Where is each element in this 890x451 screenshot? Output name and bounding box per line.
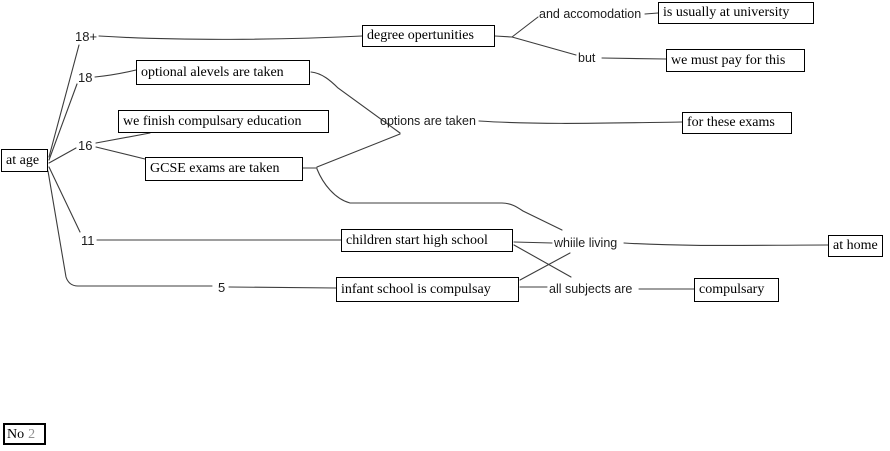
edge-16-to-gcse [95, 146, 146, 160]
link-phrase-and-accomodation[interactable]: and accomodation [539, 7, 642, 21]
node-usually-at-university[interactable]: is usually at university [658, 2, 814, 24]
edge-root-to-16 [48, 147, 77, 164]
age-label-16[interactable]: 16 [78, 138, 93, 153]
edge-but-to-pay [601, 57, 667, 60]
page-number-value: 2 [28, 427, 36, 442]
node-for-these-exams[interactable]: for these exams [682, 112, 792, 134]
edge-root-to-18 [48, 83, 78, 161]
node-compulsory[interactable]: compulsary [694, 278, 779, 302]
edge-5-to-infant [228, 286, 337, 289]
edge-root-to-5 [47, 170, 213, 287]
node-infant-school-compulsory[interactable]: infant school is compulsay [336, 277, 519, 302]
link-phrase-while-living[interactable]: whiile living [554, 236, 618, 250]
link-phrase-but[interactable]: but [578, 51, 596, 65]
edge-alevels-to-options [310, 71, 401, 134]
link-phrase-options-are-taken[interactable]: options are taken [380, 114, 476, 128]
page-number-label: No [7, 427, 25, 442]
age-label-11[interactable]: 11 [81, 233, 95, 248]
edge-accomodation-to-university [644, 12, 659, 15]
edge-gcse-elbow-to-living [316, 168, 563, 231]
edge-options-to-exams [478, 120, 683, 124]
node-at-age[interactable]: at age [1, 149, 48, 172]
age-label-18[interactable]: 18 [78, 70, 93, 85]
node-finish-compulsory-education[interactable]: we finish compulsary education [118, 110, 329, 133]
age-label-5[interactable]: 5 [218, 280, 226, 295]
edge-highschool-to-subjects [513, 244, 572, 278]
edge-degree-fork-stem [494, 35, 513, 38]
edge-degree-to-but [511, 36, 577, 56]
node-at-home[interactable]: at home [828, 235, 883, 257]
edge-living-to-home [623, 242, 829, 247]
edge-infant-to-living [519, 252, 571, 281]
node-degree-opportunities[interactable]: degree opertunities [362, 25, 495, 47]
edge-18plus-to-degree [98, 35, 363, 40]
edge-degree-to-accomodation [511, 16, 539, 38]
node-optional-alevels[interactable]: optional alevels are taken [136, 60, 310, 85]
edge-18-to-alevels [94, 69, 137, 78]
edge-root-to-18plus [48, 44, 80, 158]
node-gcse-exams[interactable]: GCSE exams are taken [145, 157, 303, 181]
edge-gcse-to-options [316, 133, 401, 168]
age-label-18plus[interactable]: 18+ [75, 29, 98, 44]
edge-root-to-11 [48, 166, 81, 233]
node-children-start-high-school[interactable]: children start high school [341, 229, 513, 252]
node-must-pay[interactable]: we must pay for this [666, 49, 805, 72]
link-phrase-all-subjects-are[interactable]: all subjects are [549, 282, 633, 296]
edge-highschool-to-living [513, 241, 553, 244]
edge-16-to-finish [95, 132, 151, 144]
